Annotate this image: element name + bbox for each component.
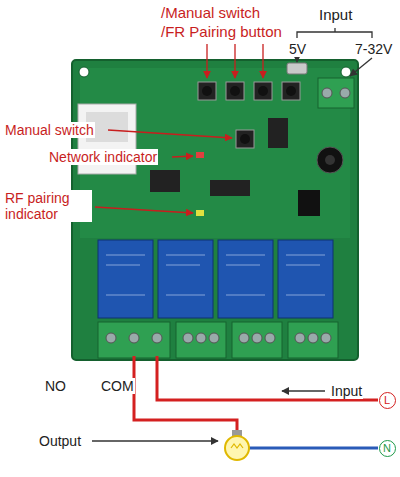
pcb bbox=[72, 60, 358, 360]
terminal-circle: L bbox=[379, 392, 396, 409]
components bbox=[150, 118, 343, 216]
terminal-letter: N bbox=[383, 443, 391, 454]
power-terminal bbox=[318, 78, 354, 108]
callout-label: Input bbox=[330, 383, 363, 399]
callout-label: RF pairing indicator bbox=[4, 190, 92, 222]
pairing-buttons bbox=[198, 82, 300, 100]
usb-connector bbox=[287, 63, 307, 74]
callout-label: /FR Pairing button bbox=[160, 23, 283, 40]
wires bbox=[134, 356, 378, 448]
callout-label: /Manual switch bbox=[160, 4, 261, 21]
callout-label: 7-32V bbox=[354, 41, 393, 57]
callout-label: Network indicator bbox=[48, 149, 158, 165]
relays bbox=[98, 240, 333, 318]
terminal-circle: N bbox=[379, 440, 396, 457]
terminal-letter: L bbox=[384, 395, 390, 406]
callout-label: 5V bbox=[288, 41, 307, 57]
light-bulb bbox=[225, 430, 249, 460]
callout-label: COM bbox=[100, 378, 135, 394]
callout-label: Output bbox=[38, 433, 82, 449]
callout-label: Manual switch bbox=[4, 122, 95, 138]
callout-label: NO bbox=[44, 378, 67, 394]
leader-lines bbox=[95, 28, 372, 213]
flow-arrows bbox=[68, 388, 325, 441]
manual-switch-button bbox=[236, 130, 254, 148]
relay-terminals bbox=[98, 322, 338, 358]
callout-label: Input bbox=[318, 6, 353, 23]
